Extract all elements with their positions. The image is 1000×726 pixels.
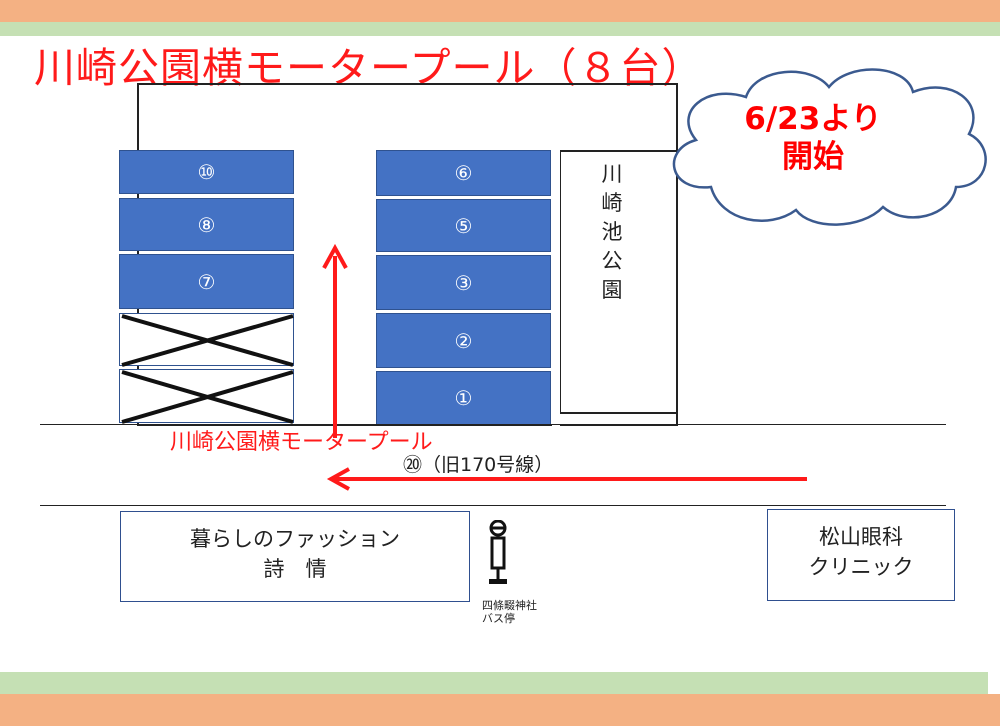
shop-box: 暮らしのファッション 詩 情 — [120, 511, 470, 602]
cross-mark-icon — [121, 370, 294, 424]
cloud-callout-icon — [672, 68, 987, 226]
space-label: ⑤ — [454, 213, 473, 238]
start-label: 開始 — [782, 139, 844, 175]
cross-mark-icon — [121, 314, 294, 367]
clinic-name-line1: 松山眼科 — [819, 525, 903, 549]
shop-name-line2: 詩 情 — [263, 557, 327, 581]
bottom-orange-band — [0, 694, 1000, 726]
top-orange-band — [0, 0, 1000, 22]
parking-space-6: ⑥ — [376, 150, 551, 196]
park-name-char: 公 — [601, 249, 623, 273]
park-name-char: 園 — [601, 278, 623, 302]
park-name-char: 崎 — [601, 191, 623, 215]
park-name: 川 崎 池 公 園 — [600, 160, 624, 305]
parking-space-2: ② — [376, 313, 551, 368]
top-green-band — [0, 22, 1000, 36]
shop-name-line1: 暮らしのファッション — [190, 527, 400, 551]
traffic-direction-arrow-icon — [326, 467, 807, 491]
space-label: ⑦ — [197, 269, 216, 294]
space-label: ⑩ — [197, 160, 216, 184]
start-date: 6/23より — [744, 101, 882, 137]
parking-space-3: ③ — [376, 255, 551, 310]
parking-space-10: ⑩ — [119, 150, 294, 194]
space-label: ⑧ — [197, 212, 216, 237]
parking-space-1: ① — [376, 371, 551, 425]
parking-space-8: ⑧ — [119, 198, 294, 251]
lot-label: 川崎公園横モータープール — [170, 430, 433, 455]
park-outline — [559, 150, 678, 414]
road-lower-edge — [40, 505, 946, 506]
bus-stop-suffix: バス停 — [482, 612, 515, 625]
space-label: ② — [454, 328, 473, 353]
road-upper-edge — [40, 424, 946, 425]
bus-stop-name: 四條畷神社 — [482, 599, 537, 612]
space-label: ① — [454, 386, 473, 410]
bottom-green-band — [0, 672, 988, 694]
park-edge-mask — [552, 148, 560, 426]
entry-arrow-icon — [322, 243, 348, 438]
clinic-box: 松山眼科 クリニック — [767, 509, 955, 601]
park-name-char: 川 — [601, 162, 623, 186]
space-label: ⑥ — [454, 161, 473, 185]
route-label: ⑳（旧170号線） — [403, 454, 554, 476]
bus-stop-label: 四條畷神社 バス停 — [482, 599, 537, 625]
space-label: ③ — [454, 270, 473, 295]
unavailable-space — [119, 369, 294, 424]
start-date-notice: 6/23より 開始 — [718, 100, 908, 176]
parking-space-7: ⑦ — [119, 254, 294, 309]
bus-stop-icon — [489, 520, 507, 584]
parking-space-5: ⑤ — [376, 199, 551, 252]
unavailable-space — [119, 313, 294, 367]
clinic-name-line2: クリニック — [808, 555, 914, 579]
park-name-char: 池 — [601, 220, 623, 244]
